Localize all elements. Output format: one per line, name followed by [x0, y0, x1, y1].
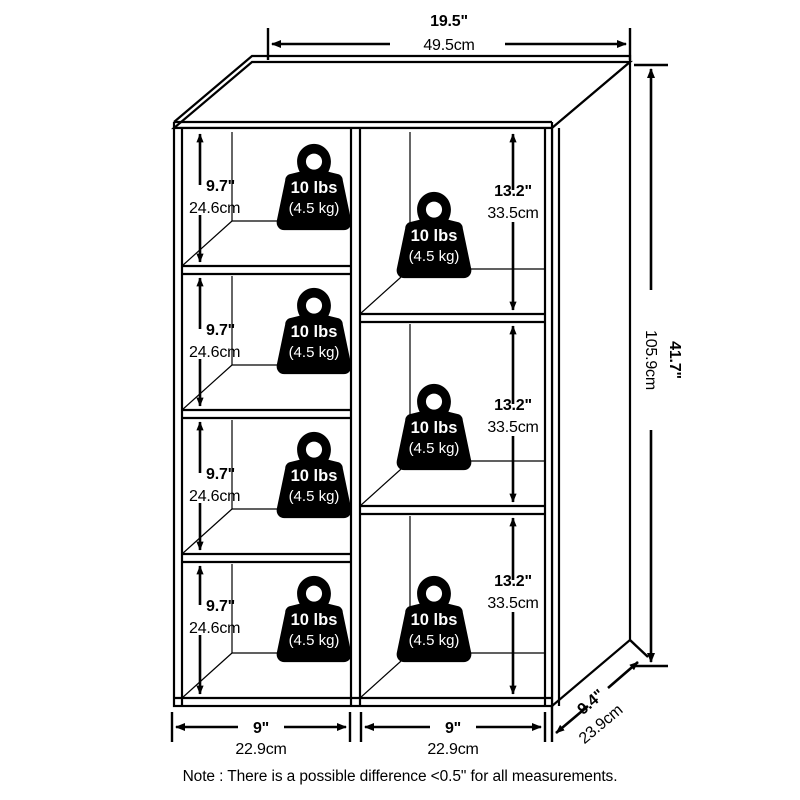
right-shelf-2-inch-label: 13.2" [494, 397, 532, 414]
right-column-width-inch-label: 9" [445, 720, 461, 737]
left-c4-diagonal [181, 652, 233, 699]
left-shelf-4-inch-label: 9.7" [206, 598, 235, 615]
weight-left-4-lbs: 10 lbs [291, 611, 338, 629]
overall-height-cm-label: 105.9cm [642, 330, 659, 390]
weight-icon-right-2: 10 lbs (4.5 kg) [396, 383, 472, 471]
dimension-right-shelf-3: 13.2" 33.5cm [487, 517, 539, 695]
weight-left-1-lbs: 10 lbs [291, 179, 338, 197]
right-shelf-1-cm-label: 33.5cm [487, 205, 538, 222]
dimension-overall-width: 19.5" 49.5cm [266, 13, 632, 60]
weight-right-1-kg: (4.5 kg) [409, 248, 460, 265]
weight-icon-right-1: 10 lbs (4.5 kg) [396, 191, 472, 279]
overall-width-cm-label: 49.5cm [423, 37, 474, 54]
left-column-width-cm-label: 22.9cm [235, 741, 286, 758]
left-shelf-1-cm-label: 24.6cm [189, 200, 240, 217]
left-c1-diagonal [181, 220, 233, 267]
weight-right-3-lbs: 10 lbs [411, 611, 458, 629]
depth-tick-back [629, 639, 649, 658]
measurement-note: Note : There is a possible difference <0… [183, 768, 618, 785]
weight-left-4-kg: (4.5 kg) [289, 632, 340, 649]
right-shelf-3-inch-label: 13.2" [494, 573, 532, 590]
depth-arrow-a [555, 705, 589, 734]
right-side-panel [550, 59, 632, 709]
left-shelf-3-cm-label: 24.6cm [189, 488, 240, 505]
left-shelf-4-cm-label: 24.6cm [189, 620, 240, 637]
left-shelf-2-cm-label: 24.6cm [189, 344, 240, 361]
weight-right-2-kg: (4.5 kg) [409, 440, 460, 457]
left-shelf-3-inch-label: 9.7" [206, 466, 235, 483]
weight-left-1-kg: (4.5 kg) [289, 200, 340, 217]
right-column-width-cm-label: 22.9cm [427, 741, 478, 758]
dimension-right-shelf-2: 13.2" 33.5cm [487, 325, 539, 503]
weight-icon-right-3: 10 lbs (4.5 kg) [396, 575, 472, 663]
dimension-left-shelf-2: 9.7" 24.6cm [189, 277, 240, 407]
left-column-width-inch-label: 9" [253, 720, 269, 737]
overall-width-inch-label: 19.5" [430, 13, 468, 30]
weight-right-2-lbs: 10 lbs [411, 419, 458, 437]
depth-arrow-b [607, 661, 639, 689]
dimension-overall-height: 41.7" 105.9cm [634, 63, 683, 668]
weight-left-2-lbs: 10 lbs [291, 323, 338, 341]
weight-icon-left-4: 10 lbs (4.5 kg) [276, 575, 352, 663]
weight-icon-left-3: 10 lbs (4.5 kg) [276, 431, 352, 519]
right-shelf-boards [360, 312, 545, 516]
weight-left-2-kg: (4.5 kg) [289, 344, 340, 361]
top-panel [170, 60, 634, 130]
weight-left-3-kg: (4.5 kg) [289, 488, 340, 505]
dimension-left-column-width: 9" 22.9cm [170, 712, 352, 758]
dimension-right-shelf-1: 13.2" 33.5cm [487, 133, 539, 311]
cabinet-body [170, 54, 634, 709]
dimension-left-shelf-1: 9.7" 24.6cm [189, 133, 240, 263]
dimension-left-shelf-3: 9.7" 24.6cm [189, 421, 240, 551]
weight-icon-left-2: 10 lbs (4.5 kg) [276, 287, 352, 375]
dimension-left-shelf-4: 9.7" 24.6cm [189, 565, 240, 695]
dimension-right-column-width: 9" 22.9cm [359, 712, 547, 758]
weight-icons: 10 lbs (4.5 kg) 10 lbs (4.5 kg) 10 lbs (… [276, 143, 472, 663]
overall-height-inch-label: 41.7" [666, 341, 683, 379]
weight-right-1-lbs: 10 lbs [411, 227, 458, 245]
left-c2-diagonal [181, 364, 233, 411]
right-shelf-1-inch-label: 13.2" [494, 183, 532, 200]
left-c3-diagonal [181, 508, 233, 555]
weight-left-3-lbs: 10 lbs [291, 467, 338, 485]
weight-icon-left-1: 10 lbs (4.5 kg) [276, 143, 352, 231]
left-shelf-2-inch-label: 9.7" [206, 322, 235, 339]
right-shelf-2-cm-label: 33.5cm [487, 419, 538, 436]
left-shelf-boards [182, 264, 351, 564]
weight-right-3-kg: (4.5 kg) [409, 632, 460, 649]
right-shelf-3-cm-label: 33.5cm [487, 595, 538, 612]
left-shelf-1-inch-label: 9.7" [206, 178, 235, 195]
